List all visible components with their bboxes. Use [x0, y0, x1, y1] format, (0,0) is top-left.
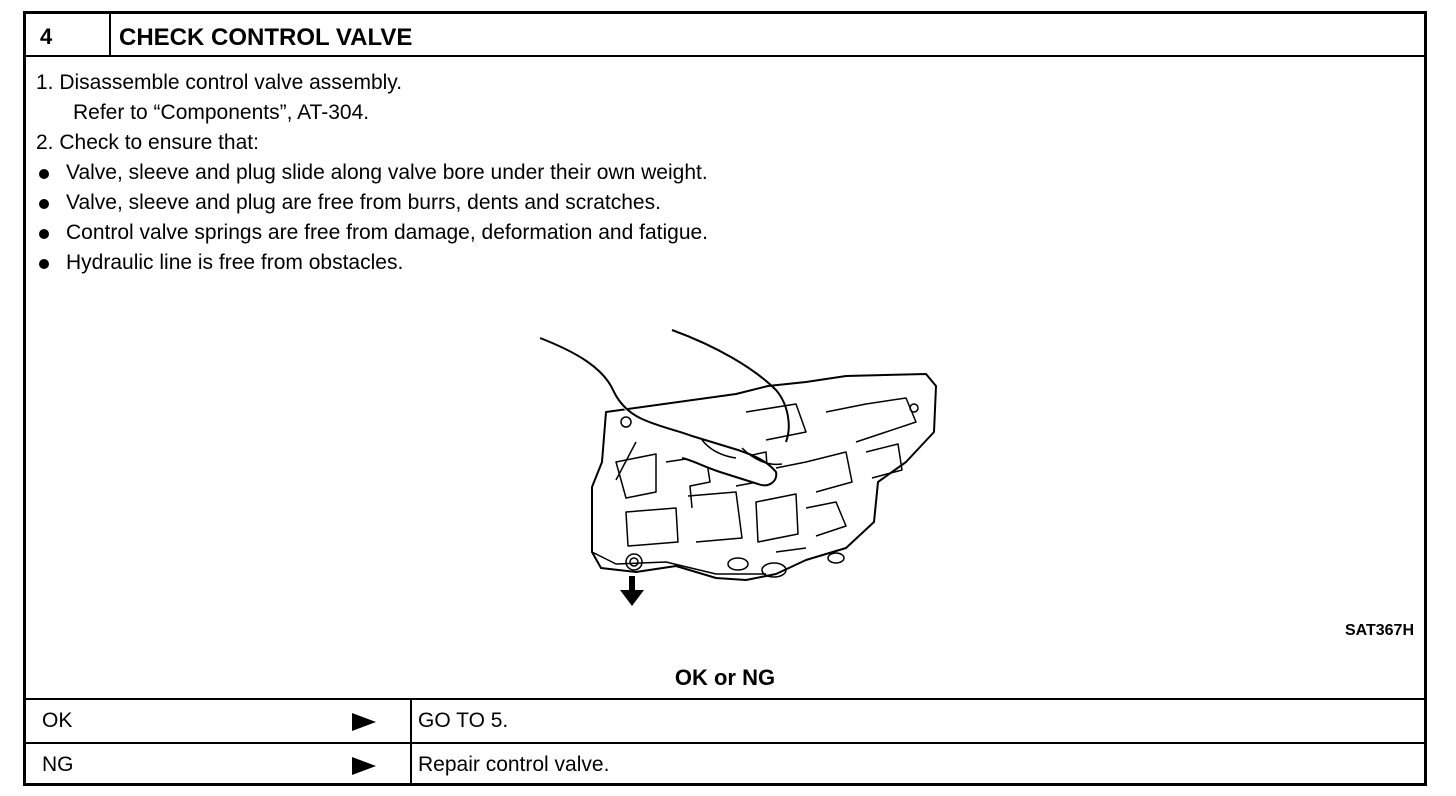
bullet-item: Valve, sleeve and plug are free from bur…	[36, 188, 1406, 218]
column-divider	[410, 700, 412, 742]
bullet-item: Hydraulic line is free from obstacles.	[36, 248, 1406, 278]
instruction-list: 1. Disassemble control valve assembly. R…	[36, 68, 1406, 278]
decision-row-ok: OK GO TO 5.	[26, 700, 1424, 742]
play-arrow-icon	[352, 713, 376, 731]
bullet-icon	[39, 169, 49, 179]
instruction-line: Refer to “Components”, AT-304.	[36, 98, 1406, 128]
step-header: 4 CHECK CONTROL VALVE	[26, 14, 1424, 57]
figure-code: SAT367H	[1344, 622, 1414, 639]
bullet-icon	[39, 259, 49, 269]
bullet-item: Control valve springs are free from dama…	[36, 218, 1406, 248]
instruction-line: 1. Disassemble control valve assembly.	[36, 68, 1406, 98]
bullet-text: Valve, sleeve and plug slide along valve…	[66, 161, 708, 184]
column-divider	[410, 744, 412, 784]
bullet-text: Hydraulic line is free from obstacles.	[66, 251, 404, 274]
bullet-text: Control valve springs are free from dama…	[66, 221, 709, 244]
step-title: CHECK CONTROL VALVE	[119, 24, 413, 51]
play-arrow-icon	[352, 757, 376, 775]
control-valve-illustration	[539, 329, 937, 606]
decision-table: OK GO TO 5. NG Repair control valve.	[26, 698, 1424, 784]
instruction-line: 2. Check to ensure that:	[36, 128, 1406, 158]
step-number: 4	[26, 14, 111, 55]
instruction-text: 2. Check to ensure that:	[36, 131, 259, 154]
result-action: GO TO 5.	[418, 709, 509, 732]
procedure-frame: 4 CHECK CONTROL VALVE 1. Disassemble con…	[23, 11, 1427, 786]
result-action: Repair control valve.	[418, 753, 610, 776]
instruction-text: 1. Disassemble control valve assembly.	[36, 71, 403, 94]
bullet-icon	[39, 199, 49, 209]
result-label: NG	[42, 753, 74, 776]
bullet-item: Valve, sleeve and plug slide along valve…	[36, 158, 1406, 188]
decision-title: OK or NG	[674, 665, 776, 690]
bullet-text: Valve, sleeve and plug are free from bur…	[66, 191, 661, 214]
bullet-icon	[39, 229, 49, 239]
instruction-text: Refer to “Components”, AT-304.	[73, 101, 370, 124]
result-label: OK	[42, 709, 73, 732]
decision-row-ng: NG Repair control valve.	[26, 742, 1424, 784]
